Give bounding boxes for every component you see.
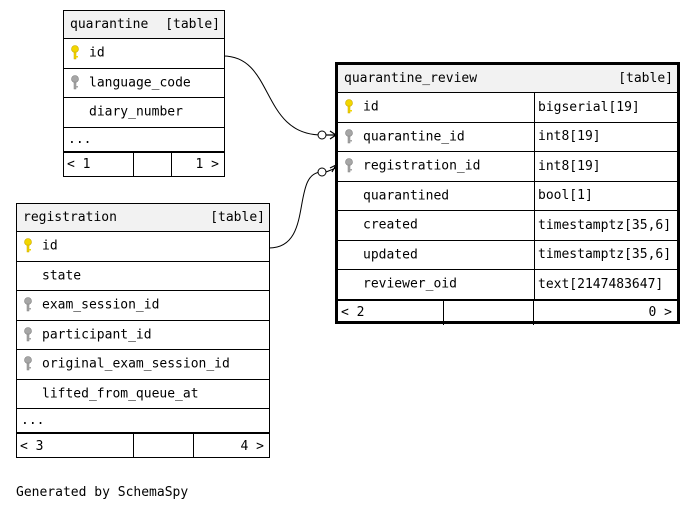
column-row[interactable]: state bbox=[17, 262, 269, 291]
column-type: bool[1] bbox=[534, 181, 677, 210]
ellipsis: ... bbox=[21, 413, 45, 428]
parents-count[interactable]: 0 > bbox=[648, 305, 672, 320]
column-name: diary_number bbox=[89, 104, 183, 120]
column-row[interactable]: quarantined bool[1] bbox=[338, 181, 677, 211]
footer-spacer bbox=[444, 300, 534, 325]
table-header[interactable]: quarantine_review [table] bbox=[338, 65, 677, 93]
foreign-key-icon bbox=[24, 297, 32, 312]
column-row[interactable]: updated timestamptz[35,6] bbox=[338, 240, 677, 270]
column-type: text[2147483647] bbox=[534, 270, 677, 299]
column-type: bigserial[19] bbox=[534, 93, 677, 122]
more-columns-row: ... bbox=[64, 128, 224, 152]
primary-key-icon bbox=[345, 99, 353, 114]
table-quarantine[interactable]: quarantine [table] id language_code diar… bbox=[63, 10, 225, 177]
table-kind: [table] bbox=[618, 71, 673, 86]
table-footer: < 1 1 > bbox=[64, 151, 224, 177]
column-name: participant_id bbox=[42, 327, 152, 343]
column-name: lifted_from_queue_at bbox=[42, 386, 199, 402]
foreign-key-icon bbox=[345, 158, 353, 173]
column-name: language_code bbox=[89, 75, 191, 91]
zero-optionality-marker bbox=[317, 167, 327, 177]
column-row[interactable]: language_code bbox=[64, 69, 224, 98]
table-footer: < 2 0 > bbox=[338, 299, 677, 325]
column-type: int8[19] bbox=[534, 122, 677, 151]
column-type: timestamptz[35,6] bbox=[534, 211, 677, 240]
table-name: quarantine bbox=[70, 17, 149, 32]
table-kind: [table] bbox=[165, 17, 220, 32]
parents-count[interactable]: 4 > bbox=[240, 438, 264, 454]
table-header[interactable]: registration [table] bbox=[17, 204, 269, 232]
primary-key-icon bbox=[71, 45, 79, 60]
footer-spacer bbox=[134, 152, 172, 177]
column-row[interactable]: registration_id int8[19] bbox=[338, 152, 677, 182]
table-name: quarantine_review bbox=[344, 71, 478, 86]
column-row[interactable]: participant_id bbox=[17, 321, 269, 350]
more-columns-row: ... bbox=[17, 409, 269, 433]
primary-key-icon bbox=[24, 238, 32, 253]
foreign-key-icon bbox=[24, 326, 32, 341]
column-name: quarantine_id bbox=[363, 129, 465, 145]
table-quarantine-review[interactable]: quarantine_review [table] id bigserial[1… bbox=[335, 62, 680, 325]
column-row[interactable]: lifted_from_queue_at bbox=[17, 380, 269, 409]
column-row[interactable]: quarantine_id int8[19] bbox=[338, 122, 677, 152]
column-row[interactable]: reviewer_oid text[2147483647] bbox=[338, 270, 677, 300]
column-name: original_exam_session_id bbox=[42, 356, 230, 372]
footer-spacer bbox=[134, 434, 194, 458]
children-count[interactable]: < 2 bbox=[338, 300, 444, 325]
children-count[interactable]: < 1 bbox=[64, 152, 134, 177]
table-header[interactable]: quarantine [table] bbox=[64, 11, 224, 39]
column-name: id bbox=[89, 45, 105, 61]
table-footer: < 3 4 > bbox=[17, 433, 269, 458]
column-name: reviewer_oid bbox=[363, 276, 457, 292]
quarantine-to-review-relation[interactable] bbox=[222, 55, 323, 136]
column-name: id bbox=[42, 238, 58, 254]
column-name: exam_session_id bbox=[42, 297, 160, 313]
column-row[interactable]: id bigserial[19] bbox=[338, 93, 677, 123]
foreign-key-icon bbox=[71, 74, 79, 89]
column-row[interactable]: created timestamptz[35,6] bbox=[338, 211, 677, 241]
column-name: created bbox=[363, 217, 418, 233]
column-type: timestamptz[35,6] bbox=[534, 240, 677, 269]
table-registration[interactable]: registration [table] id state exam_sessi… bbox=[16, 203, 270, 458]
column-name: registration_id bbox=[363, 158, 481, 174]
column-row[interactable]: id bbox=[64, 39, 224, 69]
column-type: int8[19] bbox=[534, 152, 677, 181]
column-name: id bbox=[363, 99, 379, 115]
column-row[interactable]: original_exam_session_id bbox=[17, 350, 269, 380]
zero-optionality-marker bbox=[317, 130, 327, 140]
column-row[interactable]: id bbox=[17, 232, 269, 262]
children-count[interactable]: < 3 bbox=[17, 434, 134, 458]
foreign-key-icon bbox=[345, 128, 353, 143]
column-row[interactable]: exam_session_id bbox=[17, 291, 269, 321]
column-row[interactable]: diary_number bbox=[64, 98, 224, 128]
registration-to-review-relation[interactable] bbox=[268, 171, 323, 249]
table-name: registration bbox=[23, 210, 117, 225]
parents-count[interactable]: 1 > bbox=[195, 157, 219, 172]
generated-by-label: Generated by SchemaSpy bbox=[16, 485, 189, 500]
column-name: state bbox=[42, 268, 82, 284]
column-name: updated bbox=[363, 247, 418, 263]
ellipsis: ... bbox=[68, 131, 92, 147]
table-kind: [table] bbox=[210, 210, 265, 225]
column-name: quarantined bbox=[363, 188, 450, 204]
foreign-key-icon bbox=[24, 356, 32, 371]
